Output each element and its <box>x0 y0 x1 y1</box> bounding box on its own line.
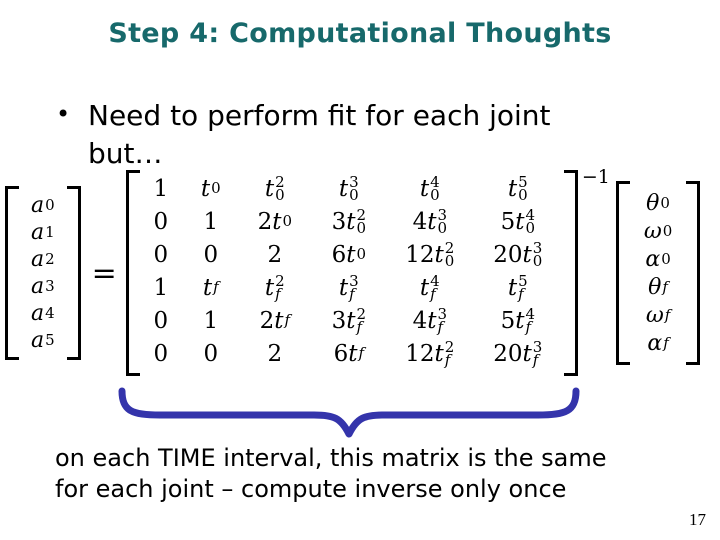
matrix-cell: 0 <box>153 208 169 235</box>
bullet-item: • Need to perform fit for each joint but… <box>56 97 656 173</box>
underbrace-path <box>118 387 580 438</box>
matrix-cell: 2 <box>267 340 283 367</box>
left-bracket <box>615 181 630 365</box>
matrix-cell: 0 <box>153 307 169 334</box>
matrix-cell: 0 <box>203 340 219 367</box>
left-bracket <box>5 186 19 360</box>
equals-sign: = <box>91 255 117 291</box>
matrix-cell: 0 <box>153 241 169 268</box>
matrix-cell: 2 <box>267 241 283 268</box>
matrix-cell: 1 <box>203 208 219 235</box>
caption: on each TIME interval, this matrix is th… <box>55 443 606 505</box>
left-bracket <box>125 170 140 376</box>
page-number: 17 <box>689 510 706 529</box>
matrix-cell: 1 <box>153 175 169 202</box>
right-bracket <box>563 170 578 376</box>
matrix-inverse-exponent: −1 <box>581 166 610 188</box>
bullet-line-2: but… <box>88 137 163 170</box>
caption-line-1: on each TIME interval, this matrix is th… <box>55 444 607 472</box>
matrix-cell: 0 <box>203 241 219 268</box>
bullet-marker: • <box>56 100 71 128</box>
matrix-cell: 1 <box>153 274 169 301</box>
slide-title: Step 4: Computational Thoughts <box>108 18 612 49</box>
caption-line-2: for each joint – compute inverse only on… <box>55 475 567 503</box>
matrix-cell: 0 <box>153 340 169 367</box>
right-bracket <box>686 181 701 365</box>
underbrace-annotation <box>118 387 580 438</box>
bullet-line-1: Need to perform fit for each joint <box>88 99 551 132</box>
right-bracket <box>66 186 81 360</box>
bullet-text: Need to perform fit for each joint but… <box>88 97 656 173</box>
matrix-cell: 1 <box>203 307 219 334</box>
